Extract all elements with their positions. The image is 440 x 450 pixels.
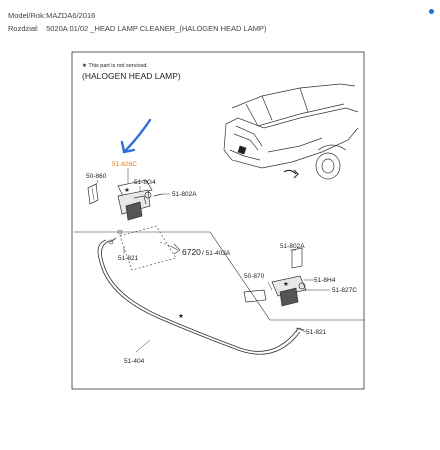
star-marker: ★	[124, 186, 130, 194]
star-marker: ★	[283, 280, 289, 288]
model-value: MAZDA6/2016	[46, 11, 96, 20]
label-51-8h4: 51-8H4	[314, 277, 336, 284]
model-label: Model/Rok:	[8, 11, 46, 20]
highlight-arrow	[120, 118, 152, 154]
section-label: Rozdział:	[8, 24, 39, 33]
car-illustration	[223, 83, 359, 180]
not-serviced-note: ★ This part is not serviced.	[82, 63, 148, 69]
section-line: Rozdział: 5020A 01/02 _HEAD LAMP CLEANER…	[8, 24, 266, 33]
label-50-870: 50-870	[244, 273, 265, 280]
label-51-827c: 51-827C	[332, 287, 357, 294]
cap-50-860-shape	[87, 183, 99, 205]
label-50-860: 50-860	[86, 173, 107, 180]
cap-50-870-shape	[243, 289, 267, 303]
left-nozzle-assembly	[117, 179, 163, 221]
label-51-821-left: 51-821	[118, 255, 139, 262]
diagram-subtitle: (HALOGEN HEAD LAMP)	[82, 71, 181, 81]
label-51-826c: 51-826C	[112, 161, 137, 168]
label-51-404: 51-404	[124, 358, 145, 365]
diagram-frame	[71, 51, 365, 390]
right-nozzle-assembly	[271, 247, 307, 307]
model-line: Model/Rok: MAZDA6/2016	[8, 11, 95, 20]
washer-hose	[97, 237, 305, 355]
label-51-802a-top: 51-802A	[172, 191, 197, 198]
label-51-8g4: 51-8G4	[134, 179, 156, 186]
label-51-403a: / 51-403A	[202, 250, 231, 257]
blue-dot-icon	[429, 9, 434, 14]
label-6720: 6720	[182, 247, 201, 257]
connector-dashed-box	[119, 225, 177, 271]
section-value: 5020A 01/02 _HEAD LAMP CLEANER_(HALOGEN …	[46, 24, 267, 33]
label-51-802a-right: 51-802A	[280, 243, 305, 250]
label-51-821-right: 51-821	[306, 329, 327, 336]
hose-frame	[74, 231, 364, 321]
star-marker: ★	[178, 312, 184, 320]
leader-lines	[95, 168, 330, 353]
